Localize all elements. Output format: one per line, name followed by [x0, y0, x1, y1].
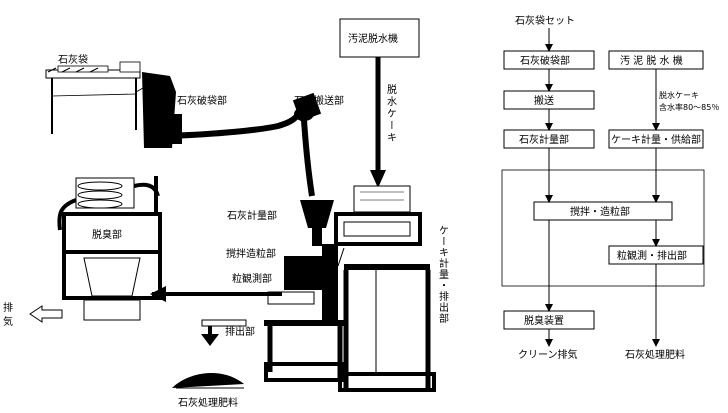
label-cake-weighing: ケーキ計量・排出部 [437, 225, 449, 324]
mixing-granulation-unit [264, 244, 346, 382]
label-deodorizer: 脱臭部 [92, 228, 122, 241]
label-lime-bag: 石灰袋 [58, 53, 88, 66]
process-flowchart: 石灰袋セット 石灰破袋部 搬送 石灰計量部 汚 泥 脱 水 機 脱水ケーキ 含水… [501, 14, 719, 361]
flow-start: 石灰袋セット [515, 14, 575, 27]
flow-final-product: 石灰処理肥料 [625, 348, 685, 361]
label-product-left: 石灰処理肥料 [178, 396, 238, 409]
flow-observation: 粒観測・排出部 [617, 249, 687, 262]
bag-breaker-machine [135, 72, 182, 148]
flow-cake-weighing: ケーキ計量・供給部 [611, 133, 701, 146]
lime-conveyor-hose [167, 92, 322, 197]
mixing-zone-enclosure [501, 169, 705, 287]
cake-weighing-frame [329, 185, 436, 392]
flow-sludge-machine: 汚 泥 脱 水 機 [620, 54, 683, 67]
label-exhaust: 排気 [1, 301, 13, 330]
exhaust-arrow [29, 305, 63, 323]
flow-mixing: 撹拌・造粒部 [570, 205, 630, 218]
label-discharge: 排出部 [225, 325, 255, 338]
flow-bag-breaking: 石灰破袋部 [520, 54, 570, 67]
apparatus-illustration: 石灰袋 石灰破袋部 石灰搬送部 汚泥脱水機 脱水ケーキ 石灰計量部 撹拌造粒部 … [1, 18, 449, 409]
flow-box-mixing [533, 201, 673, 221]
label-bag-breaker: 石灰破袋部 [177, 94, 227, 107]
label-grain-observation: 粒観測部 [232, 272, 272, 285]
label-lime-conveyor: 石灰搬送部 [294, 94, 344, 107]
label-dewatered-cake: 脱水ケーキ [385, 83, 397, 144]
flow-cake-note-1: 脱水ケーキ [659, 90, 699, 100]
lime-bag-table [45, 61, 141, 134]
flow-lime-weighing: 石灰計量部 [519, 133, 569, 146]
flow-conveying: 搬送 [534, 94, 554, 107]
flow-cake-note-2: 含水率80～85％ [659, 102, 719, 112]
flow-deodorizer: 脱臭装置 [524, 314, 564, 327]
label-lime-weighing: 石灰計量部 [227, 209, 277, 222]
fertilizer-pile [172, 372, 244, 389]
lime-weighing-hopper [300, 200, 334, 246]
flow-clean-exhaust: クリーン排気 [518, 348, 578, 361]
sludge-dehydrator [339, 18, 420, 188]
label-sludge-dehydrator: 汚泥脱水機 [348, 32, 398, 45]
label-mixing-granulation: 撹拌造粒部 [226, 247, 276, 260]
deodorizer-unit [57, 176, 162, 321]
discharge-chute [201, 319, 247, 346]
